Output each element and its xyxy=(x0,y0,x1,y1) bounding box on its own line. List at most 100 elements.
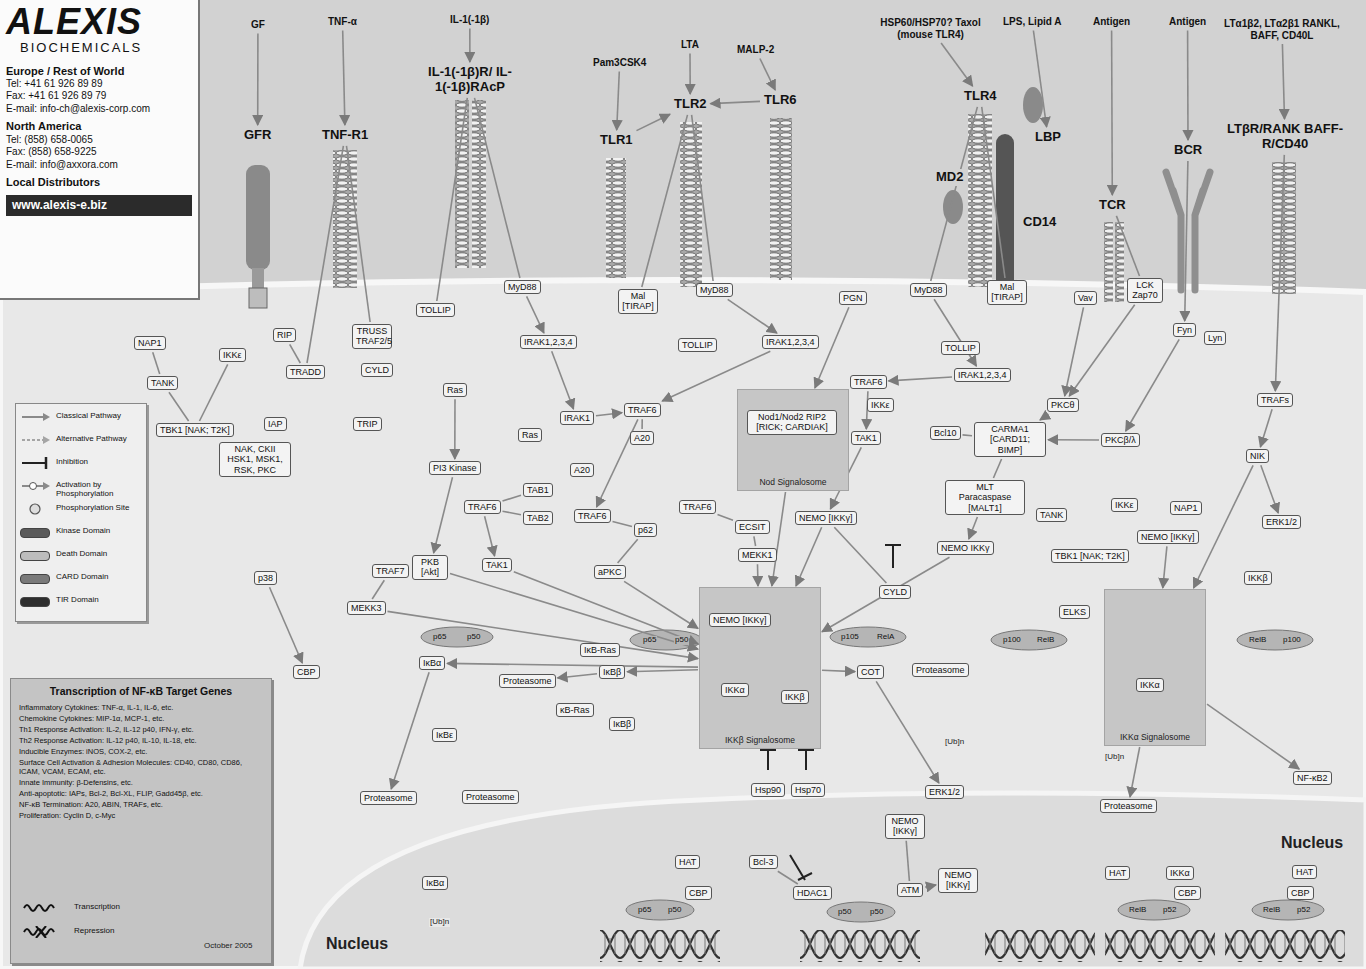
signal-arrow xyxy=(778,871,798,884)
node-text: Bcl-3 xyxy=(753,857,774,867)
protein-box: IRAK1 xyxy=(560,411,594,425)
node-text: COT xyxy=(861,667,880,677)
ligand-label: Antigen xyxy=(1167,15,1208,29)
node-text: HDAC1 xyxy=(797,888,828,898)
node-text: TLR1 xyxy=(600,133,633,148)
ligand-label: GF xyxy=(249,18,267,32)
signal-arrow xyxy=(931,107,978,281)
node-text: IKKβ xyxy=(1248,573,1268,583)
node-text: PKCβ/λ xyxy=(1105,435,1136,445)
complex-group: Nod SignalosomeNod1/Nod2 RIP2 [RICK; CAR… xyxy=(738,390,848,490)
node-text: TRAF6 xyxy=(683,502,712,512)
signal-arrow xyxy=(1130,747,1140,797)
protein-box: MyD88 xyxy=(504,280,541,294)
node-text: A20 xyxy=(574,465,590,475)
signal-arrow xyxy=(1261,465,1278,513)
signal-arrow xyxy=(485,516,495,556)
subunit-label: p50 xyxy=(674,636,689,645)
protein-box: IKKα xyxy=(1136,678,1164,692)
protein-box: TANK xyxy=(1036,508,1067,522)
signal-arrow xyxy=(372,580,384,599)
node-text: IAP xyxy=(268,419,283,429)
signal-arrow xyxy=(391,672,429,789)
node-text: IκB-Ras xyxy=(584,645,616,655)
node-text: ELKS xyxy=(1063,607,1086,617)
node-text: Antigen xyxy=(1093,16,1130,28)
subunit-label: p50 xyxy=(667,906,682,915)
protein-box: CBP xyxy=(685,886,712,900)
signal-arrow xyxy=(822,670,855,671)
protein-box: TRUSS TRAF2/5 xyxy=(352,324,392,349)
signal-arrow xyxy=(169,392,189,421)
signal-arrow xyxy=(934,299,976,366)
node-text: NF-κB Termination: A20, ABIN, TRAFs, etc… xyxy=(19,800,263,809)
protein-box: Bcl-3 xyxy=(749,855,778,869)
signal-arrow xyxy=(834,527,886,583)
node-text: IKKε xyxy=(871,400,890,410)
protein-box: TOLLIP xyxy=(941,341,980,355)
node-text: Europe / Rest of World xyxy=(6,64,192,78)
signal-arrow xyxy=(1111,31,1113,196)
subunit-label: RelB xyxy=(1262,906,1281,915)
node-text: GF xyxy=(251,19,265,31)
signal-arrow xyxy=(200,364,228,421)
node-text: IκBβ xyxy=(603,667,621,677)
signal-arrow xyxy=(552,351,574,409)
ligand-label: HSP60/HSP70? Taxol (mouse TLR4) xyxy=(873,16,988,41)
signal-arrow xyxy=(1260,409,1272,447)
protein-box: PKCθ xyxy=(1047,398,1079,412)
protein-box: IAP xyxy=(264,417,287,431)
protein-box: ECSIT xyxy=(735,520,770,534)
date-label: October 2005 xyxy=(204,942,252,951)
node-text: TNF-α xyxy=(328,16,357,28)
node-text: A20 xyxy=(634,433,650,443)
signal-arrow xyxy=(307,146,343,363)
receptor-label: TLR4 xyxy=(962,88,999,105)
signal-arrow xyxy=(450,573,698,649)
node-text: PKCθ xyxy=(1051,400,1075,410)
node-text: IRAK1,2,3,4 xyxy=(766,337,815,347)
node-text: CYLD xyxy=(365,365,389,375)
signal-arrow xyxy=(613,522,633,527)
protein-box: MLT Paracaspase [MALT1] xyxy=(945,480,1025,515)
protein-box: Ras xyxy=(443,383,467,397)
signal-arrow xyxy=(514,572,698,644)
node-text: TRAF6 xyxy=(854,377,883,387)
protein-box: CBP xyxy=(1174,886,1201,900)
ligand-label: Antigen xyxy=(1091,15,1132,29)
protein-box: NAP1 xyxy=(134,336,166,350)
protein-box: Ras xyxy=(518,428,542,442)
node-text: TRAF6 xyxy=(578,511,607,521)
node-text: CD14 xyxy=(1023,215,1056,230)
protein-box: NEMO [IKKγ] xyxy=(1137,530,1199,544)
node-text: BIOCHEMICALS xyxy=(20,40,192,56)
protein-box: HDAC1 xyxy=(793,886,832,900)
protein-box: CYLD xyxy=(361,363,393,377)
node-text: NEMO IKKγ xyxy=(941,543,990,553)
ligand-label: LTα1β2, LTα2β1 RANKL, BAFF, CD40L xyxy=(1222,17,1342,42)
protein-box: Mal [TIRAP] xyxy=(618,289,658,314)
signal-arrow xyxy=(1065,307,1084,396)
node-text: Ras xyxy=(447,385,463,395)
node-text: TRAF6 xyxy=(468,502,497,512)
subunit-label: RelA xyxy=(876,633,895,642)
node-text: Th2 Response Activation: IL-12 p40, IL-1… xyxy=(19,736,263,745)
receptor-label: TLR2 xyxy=(672,96,709,113)
signal-arrow xyxy=(257,34,259,126)
signal-arrow xyxy=(822,557,950,632)
node-text: Bcl10 xyxy=(934,428,957,438)
node-text: PI3 Kinase xyxy=(433,463,477,473)
receptor-label: TCR xyxy=(1097,197,1128,214)
signal-arrow xyxy=(469,29,471,63)
subunit-label: p65 xyxy=(642,636,657,645)
signal-arrow xyxy=(437,98,468,301)
signal-arrow xyxy=(760,59,775,91)
protein-box: Proteasome xyxy=(912,663,969,677)
node-text: Transcription of NF-κB Target Genes xyxy=(19,685,263,698)
node-text: TAB1 xyxy=(527,485,549,495)
signal-arrow xyxy=(728,299,777,333)
protein-box: NEMO [IKKγ] xyxy=(885,814,925,839)
subunit-label: RelB xyxy=(1036,636,1055,645)
receptor-label: TLR1 xyxy=(598,132,635,149)
node-text: IKKα xyxy=(1170,868,1190,878)
